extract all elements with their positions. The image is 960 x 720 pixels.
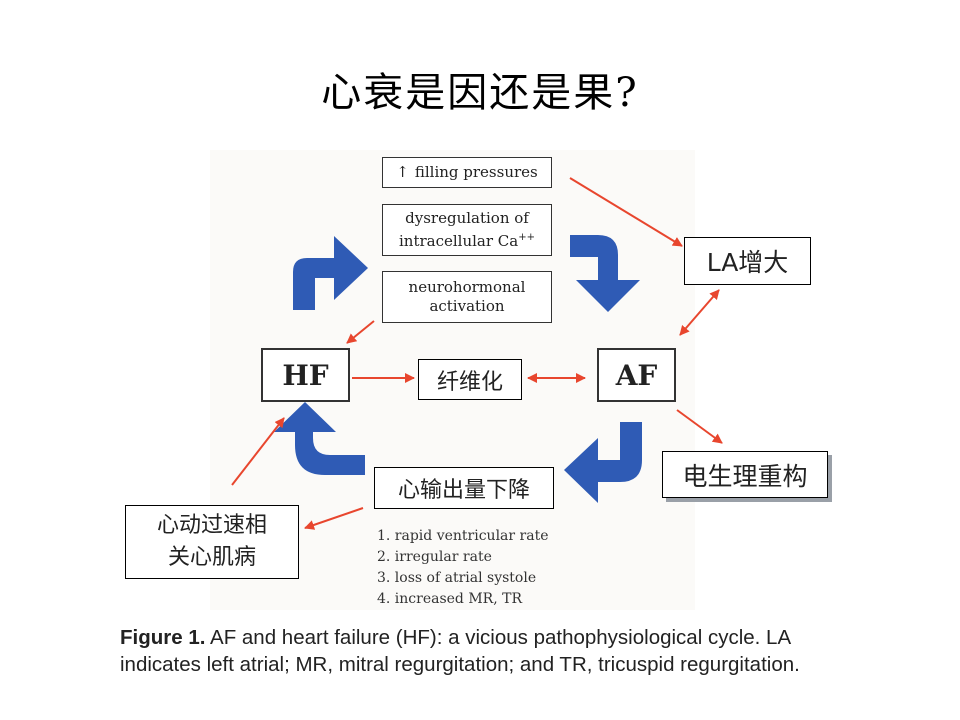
tachy-line1: 心动过速相: [156, 513, 267, 538]
figure-caption: Figure 1. AF and heart failure (HF): a v…: [120, 624, 840, 678]
remodel-label: 电生理重构: [682, 461, 808, 491]
la-label: LA增大: [706, 248, 789, 277]
mechanism-list: 1. rapid ventricular rate 2. irregular r…: [377, 526, 548, 610]
box-filling-pressures: ↑ filling pressures: [382, 157, 552, 188]
output-label: 心输出量下降: [397, 478, 530, 503]
blue-arrow-af-to-output: [564, 422, 642, 503]
red-arrow-tachy-to-hf: [231, 417, 285, 486]
slide-title: 心衰是因还是果?: [321, 70, 639, 116]
red-arrow-output-to-tachy: [304, 507, 364, 530]
list-item: 4. increased MR, TR: [377, 591, 523, 607]
box-af: AF: [597, 348, 676, 402]
box-fibrosis: 纤维化: [418, 359, 522, 400]
fibrosis-label: 纤维化: [436, 369, 503, 395]
box-cardiac-output-decrease: 心输出量下降: [374, 467, 554, 509]
blue-arrow-output-to-hf: [274, 402, 365, 475]
box-la-enlargement: LA增大: [684, 237, 811, 285]
dysregulation-line1: dysregulation of: [405, 209, 529, 227]
red-arrow-filling-to-la: [569, 177, 683, 247]
dysregulation-line2: intracellular Ca: [399, 232, 519, 250]
neuro-line2: activation: [429, 297, 505, 315]
box-dysregulation: dysregulation of intracellular Ca++: [382, 204, 552, 256]
list-item: 2. irregular rate: [377, 549, 492, 565]
red-arrow-neuro-to-hf: [346, 320, 375, 344]
list-item: 3. loss of atrial systole: [377, 570, 537, 586]
caption-text: AF and heart failure (HF): a vicious pat…: [120, 626, 800, 676]
filling-pressures-label: filling pressures: [414, 163, 538, 181]
up-arrow-icon: ↑: [396, 163, 409, 181]
neuro-line1: neurohormonal: [408, 278, 526, 296]
hf-label: HF: [282, 358, 329, 392]
red-arrow-af-to-remodel: [676, 409, 723, 444]
box-neurohormonal: neurohormonal activation: [382, 271, 552, 323]
list-item: 1. rapid ventricular rate: [377, 528, 549, 544]
red-arrow-la-af: [679, 289, 720, 336]
box-electrical-remodeling: 电生理重构: [662, 451, 828, 498]
dysregulation-line2-wrap: intracellular Ca++: [399, 228, 535, 251]
caption-label: Figure 1.: [120, 626, 206, 649]
blue-arrow-hf-to-top: [293, 236, 368, 310]
box-tachycardia-cardiomyopathy: 心动过速相 关心肌病: [125, 505, 299, 579]
tachy-line2: 关心肌病: [167, 545, 256, 570]
af-label: AF: [615, 358, 658, 392]
calcium-superscript: ++: [518, 232, 535, 243]
blue-arrow-top-to-af: [570, 235, 640, 312]
box-hf: HF: [261, 348, 350, 402]
